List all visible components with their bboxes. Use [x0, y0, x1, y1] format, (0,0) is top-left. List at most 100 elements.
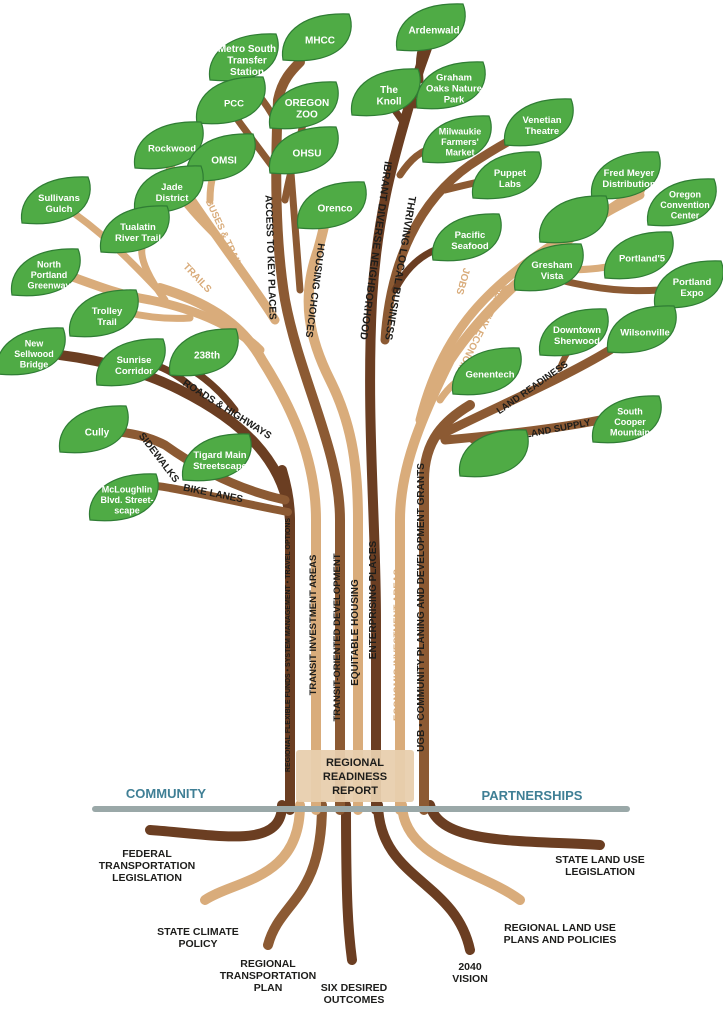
leaf-label: Portland — [673, 277, 712, 288]
root-label-line: STATE CLIMATE — [157, 926, 239, 938]
leaf-label: Transfer — [227, 56, 267, 67]
leaf-shape — [646, 178, 717, 227]
leaf-shape — [395, 3, 466, 52]
leaf-shape — [95, 338, 166, 387]
leaf-label: OHSU — [293, 149, 322, 160]
leaf-shape — [268, 81, 339, 130]
leaf-shape — [208, 33, 279, 82]
regional-readiness-report-box: REGIONAL READINESS REPORT — [296, 750, 414, 802]
root-label-line: FEDERAL — [122, 848, 172, 860]
leaf-label: Genentech — [465, 369, 514, 380]
leaf-label: Knoll — [377, 96, 402, 107]
leaf-shape — [421, 115, 492, 164]
leaf-shape — [58, 405, 129, 454]
leaf-label: South — [617, 407, 643, 417]
leaf-label: Sunrise — [117, 355, 152, 366]
leaf-shape — [68, 289, 139, 338]
root-label-line: LEGISLATION — [565, 866, 635, 878]
leaf-label: MHCC — [305, 36, 335, 47]
leaf-cully: Cully — [58, 405, 129, 454]
trunk-tia — [155, 283, 321, 815]
leaf-label: 238th — [194, 351, 220, 362]
leaf-label: Distribution — [602, 179, 655, 190]
leaf-label: Sellwood — [14, 349, 54, 359]
leaf-shape — [185, 133, 256, 182]
branch-label: BUSES & TRAINS — [203, 198, 247, 275]
leaf-label: Mountain — [610, 428, 650, 438]
leaf-shape — [653, 260, 723, 309]
leaf-label: Trolley — [92, 306, 123, 317]
leaf-shape — [281, 13, 352, 62]
leaf-shape — [133, 165, 204, 214]
root-federal — [145, 800, 287, 842]
root-regional-land — [397, 800, 525, 905]
root-label-line: OUTCOMES — [324, 994, 385, 1006]
root-climate — [200, 800, 305, 905]
leaf-shape — [503, 98, 574, 147]
leaf-label: Expo — [680, 288, 703, 299]
trunk-label: UGB • COMMUNITY PLANING AND DEVELOPMENT … — [416, 463, 427, 752]
leaf-label: PCC — [224, 98, 244, 109]
root-label-line: POLICY — [178, 938, 217, 950]
leaf-shape — [451, 347, 522, 396]
ground-line — [92, 806, 630, 812]
trunk-label: TRANSIT INVESTMENT AREAS — [308, 555, 319, 696]
root-label-line: 2040 — [458, 961, 482, 973]
leaf-blank-1 — [538, 195, 609, 244]
leaf-label: Labs — [499, 179, 521, 190]
leaf-label: Sullivans — [38, 193, 80, 204]
leaf-shape — [471, 151, 542, 200]
leaf-blank-2 — [458, 429, 529, 478]
leaf-shape — [513, 243, 584, 292]
root-label-line: PLAN — [254, 982, 283, 994]
root-rtp — [263, 800, 327, 950]
leaf-label: Portland — [31, 270, 68, 280]
leaf-label: Greenway — [27, 281, 70, 291]
leaf-shape — [538, 308, 609, 357]
root-label-line: VISION — [452, 973, 488, 985]
leaf-shape — [415, 61, 486, 110]
leaf-label: McLoughlin — [102, 485, 153, 495]
leaf-label: Theatre — [525, 126, 559, 137]
leaf-label: Gresham — [531, 260, 572, 271]
root-state-land — [425, 800, 605, 850]
leaf-label: Puppet — [494, 168, 527, 179]
leaf-shape — [133, 121, 204, 170]
report-box-bg — [296, 750, 414, 802]
leaf-label: Cooper — [614, 417, 646, 427]
leaf-label: Metro South — [218, 44, 276, 55]
leaf-label: Venetian — [522, 115, 561, 126]
leaf-wilsonville: Wilsonville — [606, 305, 677, 354]
leaves: Metro SouthTransferStationMHCCArdenwaldP… — [0, 3, 723, 522]
root-label-line: LEGISLATION — [112, 872, 182, 884]
leaf-label: Orenco — [317, 204, 352, 215]
leaf-label: Trail — [97, 317, 117, 328]
leaf-label: OMSI — [211, 156, 237, 167]
trunk-label: REGIONAL FLEXIBLE FUNDS • SYSTEM MANAGEM… — [285, 518, 292, 773]
trunk-label: ENTERPRISING PLACES — [368, 540, 379, 659]
branch-trails — [65, 271, 265, 355]
leaf-label: Farmers' — [441, 137, 479, 147]
leaf-label: New — [25, 339, 45, 349]
root-label-line: TRANSPORTATION — [220, 970, 316, 982]
leaf-label: Blvd. Street- — [100, 495, 153, 505]
trunk-tod — [271, 57, 345, 815]
leaf-label: Park — [444, 94, 465, 105]
